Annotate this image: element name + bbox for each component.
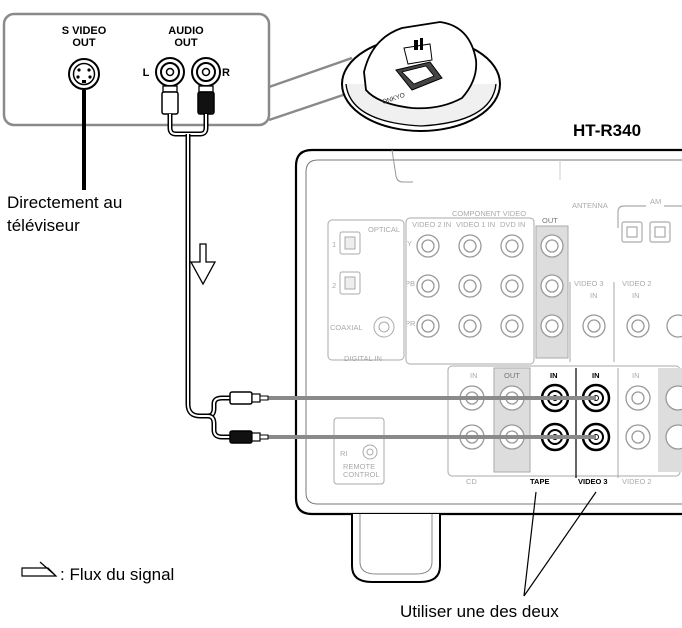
tape-callout-line [523, 491, 537, 597]
model-title: HT-R340 [573, 121, 641, 140]
player-panel: S VIDEO OUT AUDIO OUT L R [2, 12, 353, 127]
svideo-label-2: OUT [72, 37, 96, 49]
antenna-label: ANTENNA [572, 201, 608, 210]
video2-label-bottom: VIDEO 2 [622, 477, 652, 486]
signal-flow-arrow-icon [189, 243, 217, 286]
receiver-audio-leads [229, 391, 596, 444]
am-antenna-terminal [617, 205, 682, 243]
optical-label: OPTICAL [368, 225, 400, 234]
optical-2-label: 2 [332, 281, 336, 290]
remote-control-section [333, 417, 385, 485]
svideo-label-1: S VIDEO [62, 25, 107, 37]
component-video-label: COMPONENT VIDEO [452, 209, 526, 218]
tape-in-label: IN [550, 371, 558, 380]
audio-left-label: L [143, 67, 150, 79]
video3-in-label-top: IN [590, 291, 598, 300]
pb-label: PB [405, 279, 415, 288]
audio-out-label-2: OUT [174, 37, 198, 49]
video3-label-top: VIDEO 3 [574, 279, 604, 288]
component-video-jacks [416, 234, 564, 338]
audio-left-plug [161, 85, 179, 115]
tape-out-label: OUT [504, 371, 520, 380]
pr-label: PR [405, 319, 416, 328]
audio-out-label-1: AUDIO [168, 25, 204, 37]
ri-logo: RI [340, 449, 348, 458]
footnote-text: Utiliser une des deux [400, 602, 559, 621]
video3-in-label: IN [592, 371, 600, 380]
ipod-dock: ONKYO [341, 21, 501, 132]
tape-label: TAPE [530, 477, 549, 486]
y-label: Y [407, 239, 412, 248]
video3-label: VIDEO 3 [578, 477, 608, 486]
video3-callout-line [523, 491, 597, 597]
video2-in-label-top: IN [632, 291, 640, 300]
am-label: AM [650, 197, 661, 206]
cd-label: CD [466, 477, 477, 486]
svideo-jack [68, 58, 100, 90]
tv-note-line-2: téléviseur [7, 216, 80, 235]
digital-in-label: DIGITAL IN [344, 354, 382, 363]
audio-cable [167, 114, 230, 440]
video2-label-top: VIDEO 2 [622, 279, 652, 288]
receiver-rear-panel [294, 148, 682, 583]
tv-note-line-1: Directement au [7, 193, 122, 212]
signal-flow-legend-icon [21, 561, 58, 577]
component-out-label: OUT [542, 216, 558, 225]
audio-input-jacks [459, 385, 682, 450]
optical-1-label: 1 [332, 240, 336, 249]
audio-right-jack [191, 57, 221, 87]
legend-text: : Flux du signal [60, 565, 174, 584]
video2-in-label-bottom: IN [632, 371, 640, 380]
remote-control-label-1: REMOTE [343, 462, 375, 471]
video1-in-label: VIDEO 1 IN [456, 220, 495, 229]
audio-left-jack [155, 57, 185, 87]
composite-video-jacks [569, 282, 682, 362]
remote-control-label-2: CONTROL [343, 470, 380, 479]
audio-right-label: R [222, 67, 230, 79]
digital-in-section [327, 219, 405, 361]
cd-in-label: IN [470, 371, 478, 380]
audio-right-plug [197, 85, 215, 115]
coaxial-label: COAXIAL [330, 323, 363, 332]
dvd-in-label: DVD IN [500, 220, 525, 229]
video2-in-label: VIDEO 2 IN [412, 220, 451, 229]
audio-input-section [447, 365, 682, 478]
